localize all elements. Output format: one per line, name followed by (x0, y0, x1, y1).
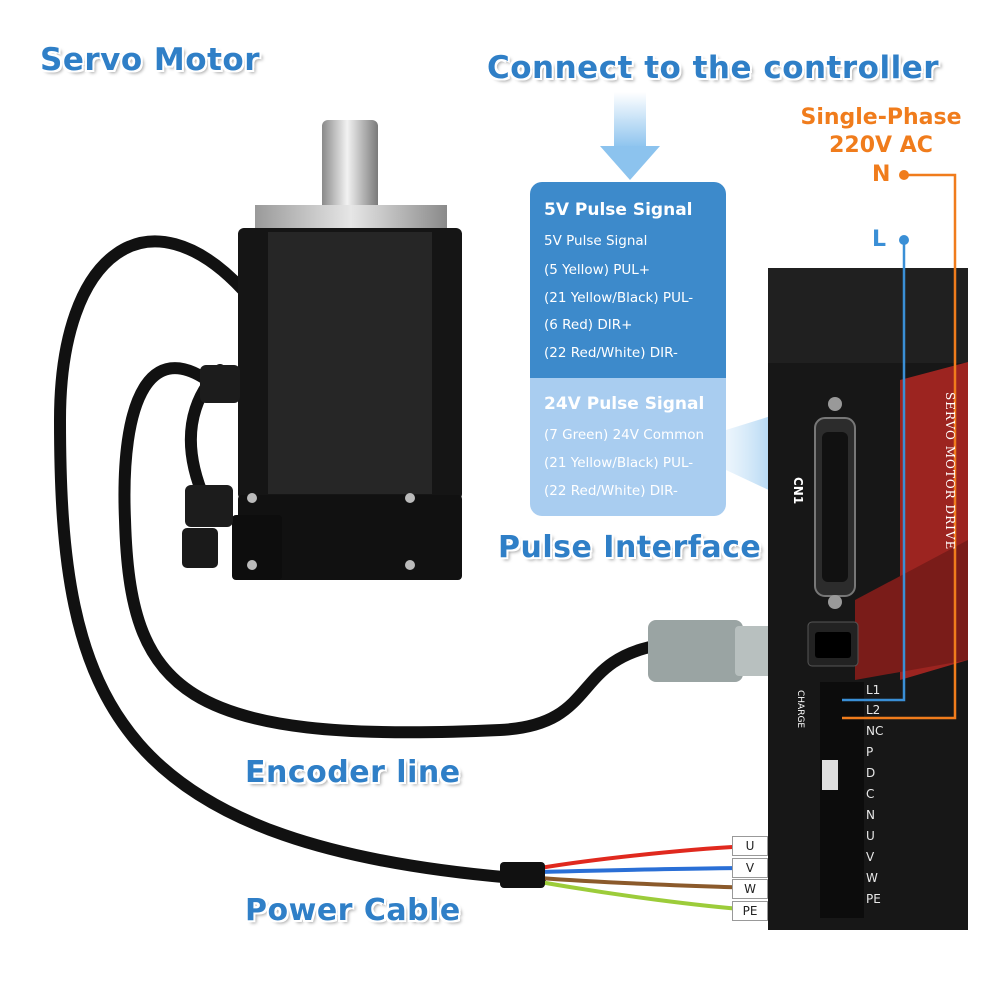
charge-label: CHARGE (795, 690, 805, 729)
five-v-signal-panel: 5V Pulse Signal 5V Pulse Signal (5 Yello… (530, 182, 726, 378)
terminal-label: N (866, 808, 875, 822)
terminal-label: C (866, 787, 875, 801)
terminal-label: U (866, 829, 875, 843)
ac-l-label: L (872, 227, 887, 252)
wire-tag: PE (732, 901, 768, 921)
ac-supply-label: Single-Phase 220V AC (796, 104, 966, 160)
twentyfour-v-signal-panel: 24V Pulse Signal (7 Green) 24V Common (2… (530, 378, 726, 516)
connect-controller-title: Connect to the controller (487, 50, 940, 86)
wire-tag: U (732, 836, 768, 856)
twentyfour-v-heading: 24V Pulse Signal (544, 394, 705, 414)
twentyfour-v-line: (7 Green) 24V Common (544, 427, 705, 443)
servo-motor (182, 120, 462, 580)
cn1-label: CN1 (791, 477, 805, 505)
five-v-line: (21 Yellow/Black) PUL- (544, 290, 694, 306)
wire-tag: V (732, 858, 768, 878)
servo-motor-title: Servo Motor (40, 42, 260, 78)
ac-supply-line2: 220V AC (829, 133, 933, 158)
terminal-label: NC (866, 724, 884, 738)
twentyfour-v-line: (21 Yellow/Black) PUL- (544, 455, 694, 471)
five-v-line: (6 Red) DIR+ (544, 317, 633, 333)
five-v-line: 5V Pulse Signal (544, 233, 648, 249)
terminal-label: D (866, 766, 876, 780)
terminal-label: PE (866, 892, 881, 906)
terminal-label: W (866, 871, 878, 885)
five-v-heading: 5V Pulse Signal (544, 200, 693, 220)
ac-n-label: N (872, 162, 891, 187)
pulse-interface-title: Pulse Interface (498, 530, 762, 565)
down-arrow-icon (600, 92, 660, 180)
terminal-label: P (866, 745, 874, 759)
ac-supply-line1: Single-Phase (800, 105, 962, 130)
encoder-plug (648, 620, 788, 682)
five-v-line: (22 Red/White) DIR- (544, 345, 678, 361)
power-cable-title: Power Cable (245, 893, 461, 928)
wire-tag: W (732, 879, 768, 899)
twentyfour-v-line: (22 Red/White) DIR- (544, 483, 678, 499)
five-v-line: (5 Yellow) PUL+ (544, 262, 651, 278)
servo-drive (768, 268, 968, 930)
terminal-label: L1 (866, 683, 881, 697)
drive-model-label: SERVO MOTOR DRIVE (943, 392, 957, 551)
power-wires (500, 844, 753, 912)
terminal-label: V (866, 850, 875, 864)
ac-wiring (842, 170, 957, 720)
terminal-label: L2 (866, 703, 881, 717)
encoder-line-title: Encoder line (245, 755, 461, 790)
